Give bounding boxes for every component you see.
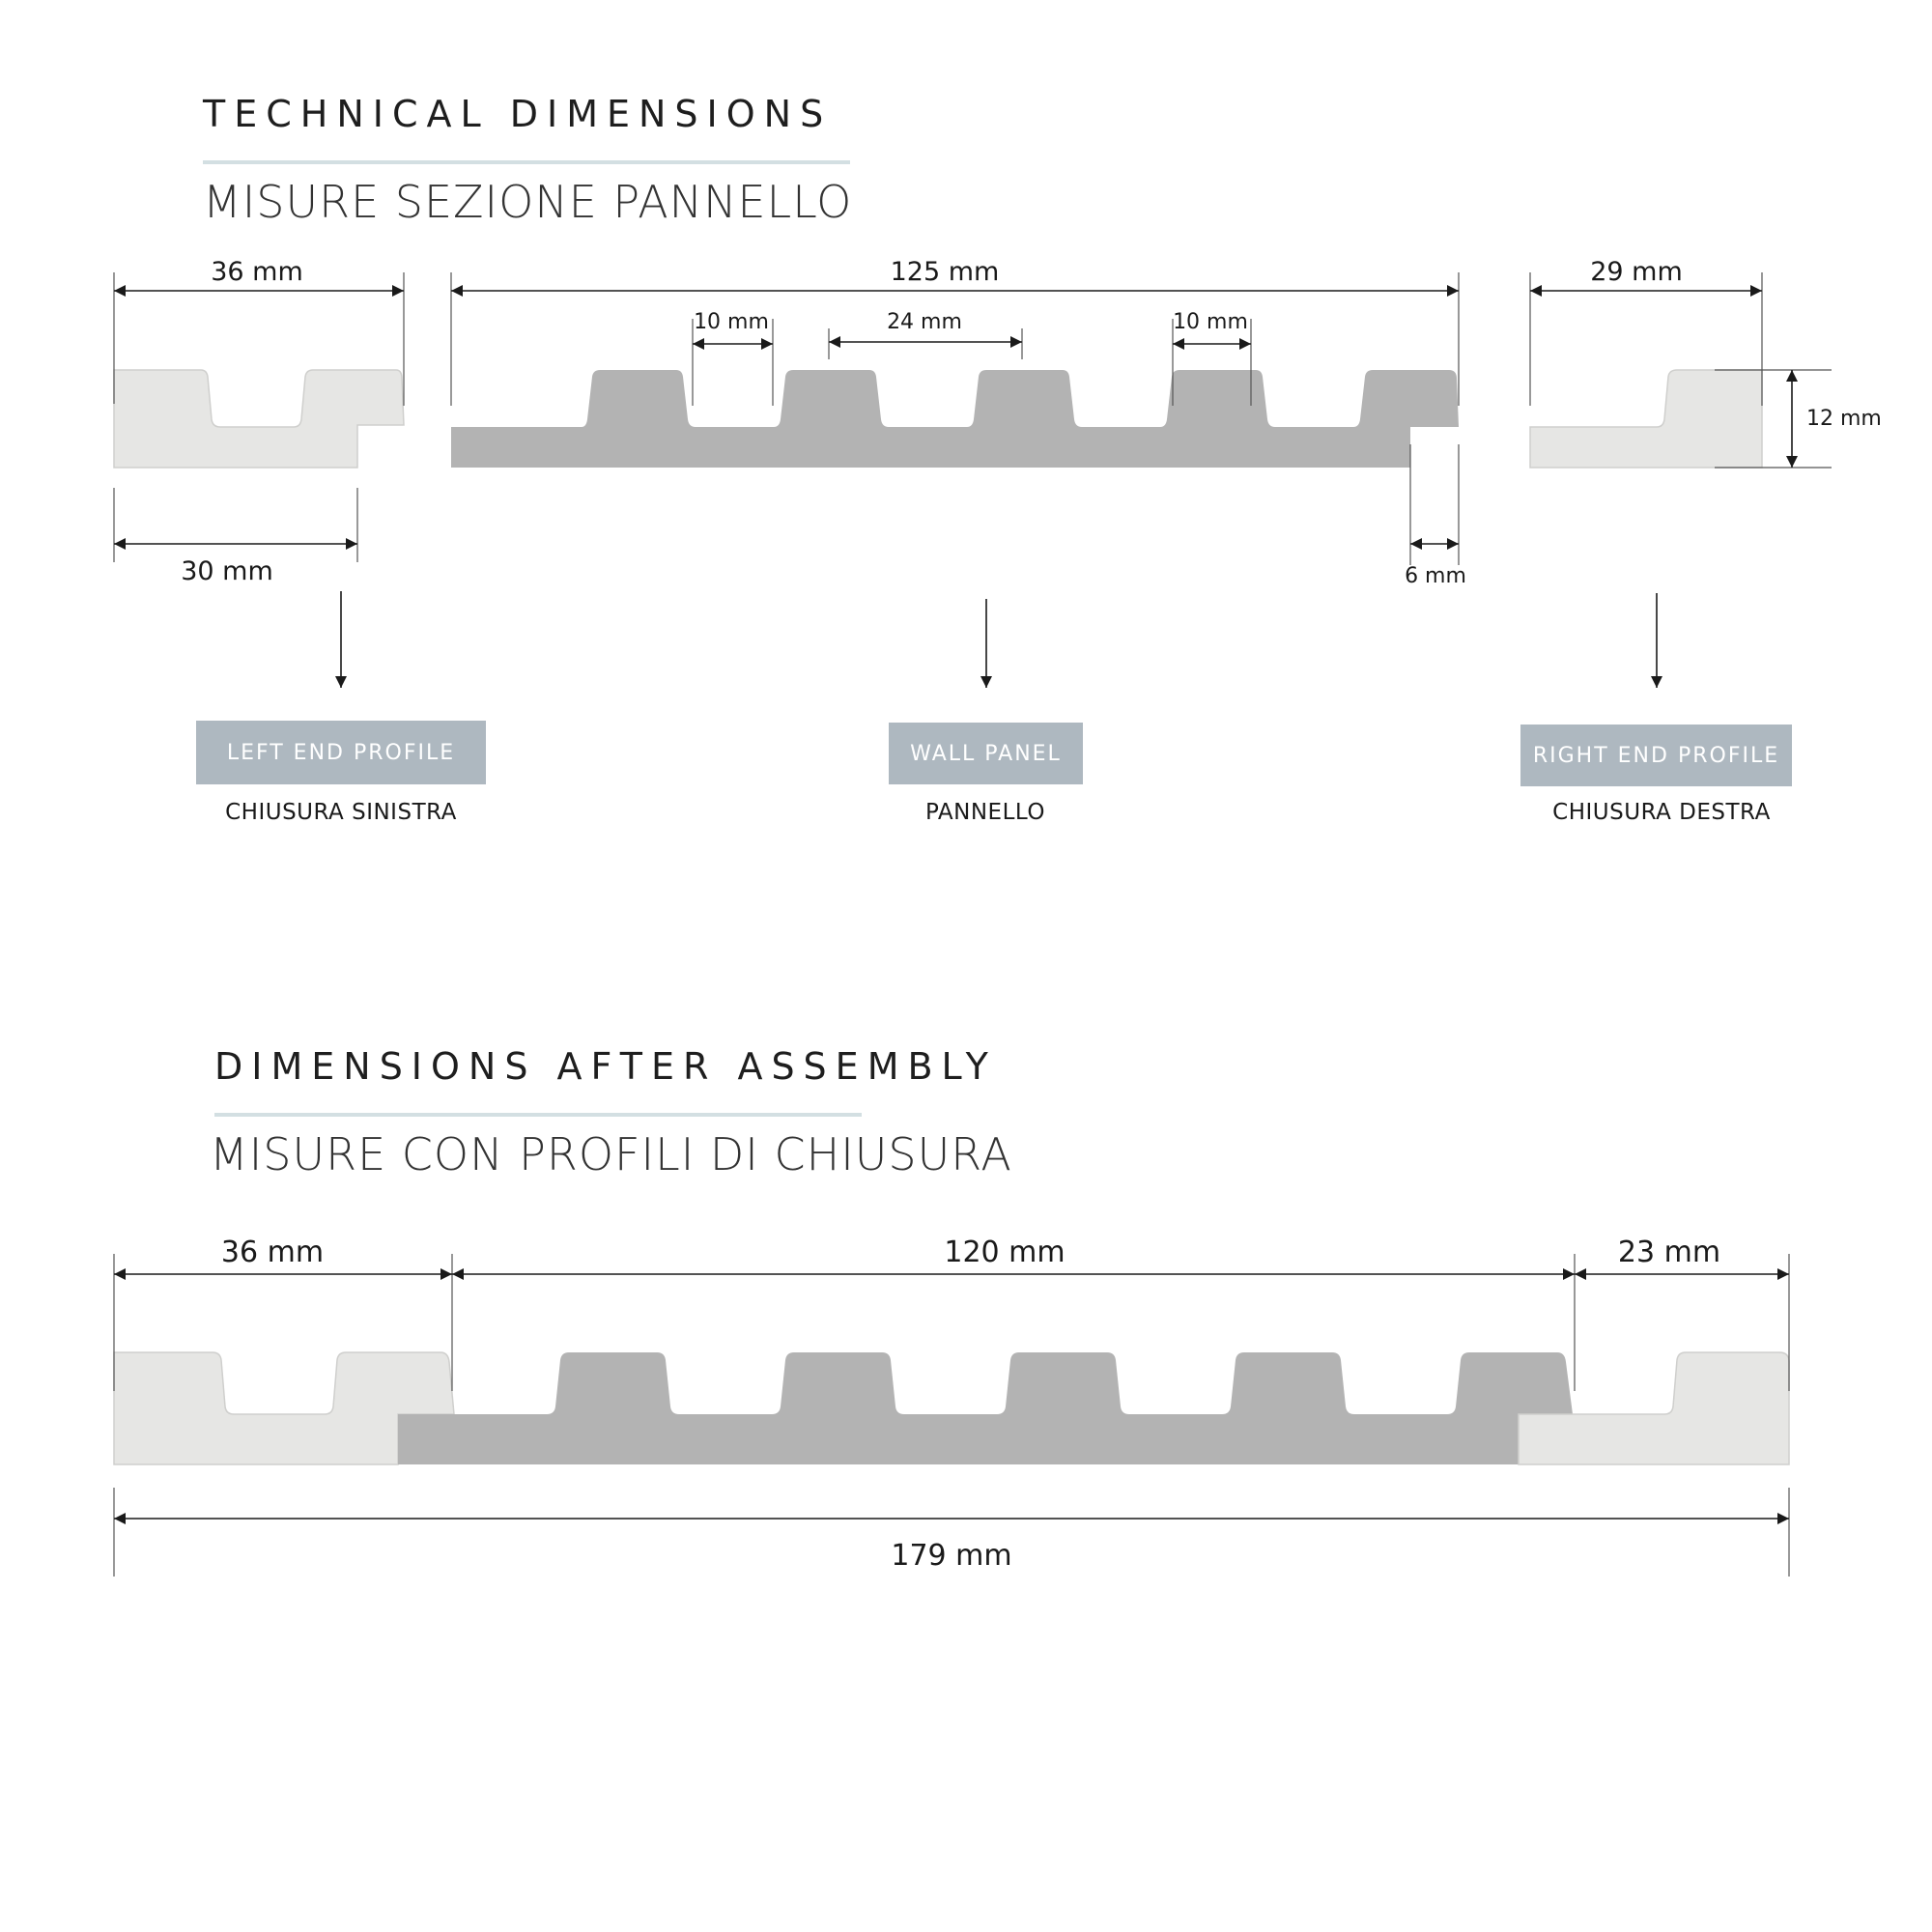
dimension-lines-bottom	[114, 1268, 1789, 1524]
assembly-total-label: 179 mm	[891, 1539, 1011, 1573]
assembled-right-end-shape	[1518, 1351, 1790, 1465]
section2-subheading: MISURE CON PROFILI DI CHIUSURA	[210, 1128, 1012, 1180]
wall-panel-label: WALL PANEL	[889, 723, 1083, 784]
panel-gap-right-label: 10 mm	[1173, 310, 1248, 334]
pointer-arrows	[335, 591, 1662, 688]
assembled-panel-shape	[398, 1352, 1573, 1464]
left-end-profile-label: LEFT END PROFILE	[196, 721, 486, 784]
section2-rule	[214, 1113, 862, 1117]
right-end-profile-caption: CHIUSURA DESTRA	[1552, 800, 1771, 825]
panel-width-label: 125 mm	[891, 257, 1000, 287]
left-end-profile-caption: CHIUSURA SINISTRA	[225, 800, 457, 825]
assembly-right-label: 23 mm	[1618, 1236, 1720, 1269]
section1-subheading: MISURE SEZIONE PANNELLO	[203, 176, 853, 228]
section1-heading: TECHNICAL DIMENSIONS	[203, 93, 833, 135]
left-end-profile-shape	[113, 369, 405, 469]
wall-panel-shape	[451, 370, 1459, 468]
assembly-middle-label: 120 mm	[944, 1236, 1065, 1269]
assembly-left-label: 36 mm	[221, 1236, 324, 1269]
right-end-profile-label: RIGHT END PROFILE	[1520, 724, 1792, 786]
left-width-label: 36 mm	[211, 257, 303, 287]
right-height-label: 12 mm	[1806, 407, 1882, 431]
panel-tongue-label: 6 mm	[1405, 564, 1466, 588]
wall-panel-caption: PANNELLO	[925, 800, 1045, 825]
panel-rib-label: 24 mm	[887, 310, 962, 334]
section2-heading: DIMENSIONS AFTER ASSEMBLY	[214, 1045, 997, 1088]
section1-rule	[203, 160, 850, 164]
right-width-label: 29 mm	[1590, 257, 1683, 287]
panel-gap-left-label: 10 mm	[694, 310, 769, 334]
assembled-left-end-shape	[113, 1351, 455, 1465]
dimension-lines-top	[114, 285, 1798, 550]
right-end-profile-shape	[1529, 369, 1763, 469]
left-base-label: 30 mm	[181, 556, 273, 586]
extension-lines-top	[113, 272, 1832, 565]
